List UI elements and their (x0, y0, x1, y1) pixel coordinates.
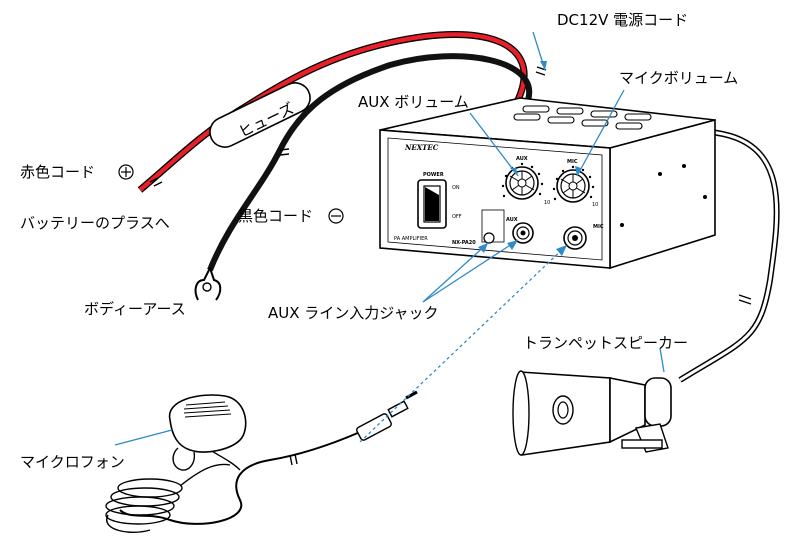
mic-knob-label: MIC (567, 159, 578, 165)
trumpet-speaker (512, 370, 672, 456)
fuse-holder (209, 82, 311, 148)
trumpet-speaker-label: トランペットスピーカー (523, 334, 688, 352)
mic-scale-max: 10 (592, 202, 598, 208)
battery-plus-label: バッテリーのプラスへ (20, 214, 170, 232)
pa-amplifier-label: PA AMPLIFIER (394, 236, 428, 242)
mic-input-jack (563, 226, 587, 250)
brand-logo: NEXTEC (404, 143, 439, 152)
amplifier-unit (379, 97, 716, 270)
body-earth-label: ボディーアース (84, 300, 186, 318)
power-label: POWER (423, 172, 444, 178)
minus-symbol-icon (328, 208, 344, 224)
switch-off-label: OFF (452, 214, 462, 220)
red-cord-label: 赤色コード (20, 163, 95, 181)
aux-volume-label: AUX ボリューム (358, 93, 469, 111)
aux-input-jack (481, 209, 534, 244)
microphone-coil-cord (105, 429, 241, 533)
power-switch (417, 179, 447, 229)
model-label: NX-PA20 (452, 240, 476, 246)
aux-knob-label: AUX (516, 156, 528, 162)
black-power-wire (207, 53, 533, 272)
microphone (168, 394, 247, 471)
microphone-label: マイクロフォン (20, 453, 125, 471)
mic-volume-knob (552, 165, 595, 203)
aux-line-input-label: AUX ライン入力ジャック (268, 304, 439, 322)
ground-fork-terminal (194, 267, 222, 301)
plus-symbol-icon (118, 164, 134, 180)
aux-jack-label: AUX (506, 217, 518, 223)
black-cord-label: 黒色コード (238, 207, 313, 225)
switch-on-label: ON (452, 185, 460, 191)
leader-lines (114, 31, 665, 446)
mic-volume-label: マイクボリューム (619, 69, 738, 87)
dc12v-cord-label: DC12V 電源コード (557, 11, 688, 29)
microphone-cord (119, 431, 361, 525)
mic-jack-label: MIC (593, 224, 604, 230)
aux-scale-max: 10 (544, 200, 550, 206)
aux-volume-knob (501, 162, 544, 200)
